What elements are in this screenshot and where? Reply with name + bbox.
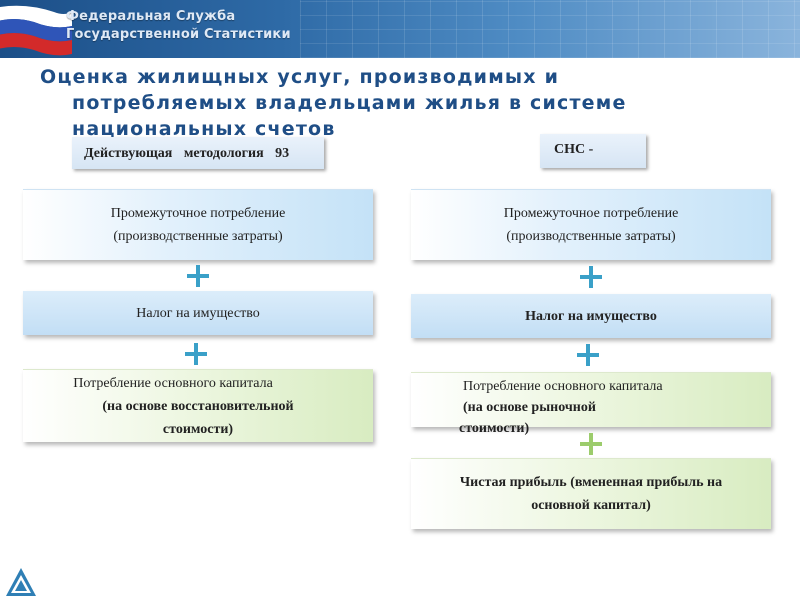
left-box1-line2: (производственные затраты)	[113, 229, 283, 244]
page-title-line3: национальных счетов	[72, 118, 336, 140]
plus-icon	[579, 265, 603, 289]
russian-flag-icon	[0, 5, 72, 56]
plus-icon	[579, 432, 603, 456]
page-title-line1: Оценка жилищных услуг, производимых и	[40, 66, 560, 88]
right-box4-line1: Чистая прибыль (вмененная прибыль на	[459, 475, 723, 490]
rosstat-logo-icon	[6, 568, 36, 596]
right-box4-line2: основной капитал)	[531, 498, 651, 513]
agency-name: Федеральная Служба Государственной Стати…	[66, 8, 291, 44]
right-column-header: СНС -	[540, 134, 646, 168]
header-banner: Федеральная Служба Государственной Стати…	[0, 0, 800, 58]
right-box1-line1: Промежуточное потребление	[503, 206, 679, 221]
left-box3-line2: (на основе восстановительной	[102, 398, 294, 414]
right-capital-consumption-box: Потребление основного капитала (на основ…	[411, 372, 771, 436]
right-box3-line3: стоимости)	[459, 420, 530, 436]
left-column-header: Действующая методология 93	[72, 137, 324, 169]
left-property-tax-box: Налог на имущество	[23, 291, 373, 335]
right-intermediate-consumption-box: Промежуточное потребление (производствен…	[411, 189, 771, 260]
right-box2-text: Налог на имущество	[525, 308, 657, 324]
left-intermediate-consumption-box: Промежуточное потребление (производствен…	[23, 189, 373, 260]
agency-name-line1: Федеральная Служба	[66, 9, 236, 24]
plus-icon	[186, 264, 210, 288]
banner-grid-decoration	[300, 0, 800, 58]
page-title: Оценка жилищных услуг, производимых и по…	[40, 64, 760, 142]
right-column-header-text: СНС -	[554, 142, 594, 157]
right-box3-line2: (на основе рыночной	[463, 399, 596, 415]
left-column-header-text: Действующая методология 93	[84, 146, 290, 161]
plus-icon	[576, 343, 600, 367]
left-box3-line3: стоимости)	[162, 421, 234, 437]
right-property-tax-box: Налог на имущество	[411, 294, 771, 338]
plus-icon	[184, 342, 208, 366]
left-box2-text: Налог на имущество	[136, 305, 260, 321]
right-box1-line2: (производственные затраты)	[506, 229, 676, 244]
agency-name-line2: Государственной Статистики	[66, 27, 291, 42]
right-box3-line1: Потребление основного капитала	[463, 378, 663, 394]
left-box1-line1: Промежуточное потребление	[110, 206, 286, 221]
left-box3-line1: Потребление основного капитала	[73, 375, 273, 391]
right-net-profit-box: Чистая прибыль (вмененная прибыль на осн…	[411, 458, 771, 529]
page-title-line2: потребляемых владельцами жилья в системе	[72, 92, 627, 114]
left-capital-consumption-box: Потребление основного капитала (на основ…	[23, 369, 373, 442]
